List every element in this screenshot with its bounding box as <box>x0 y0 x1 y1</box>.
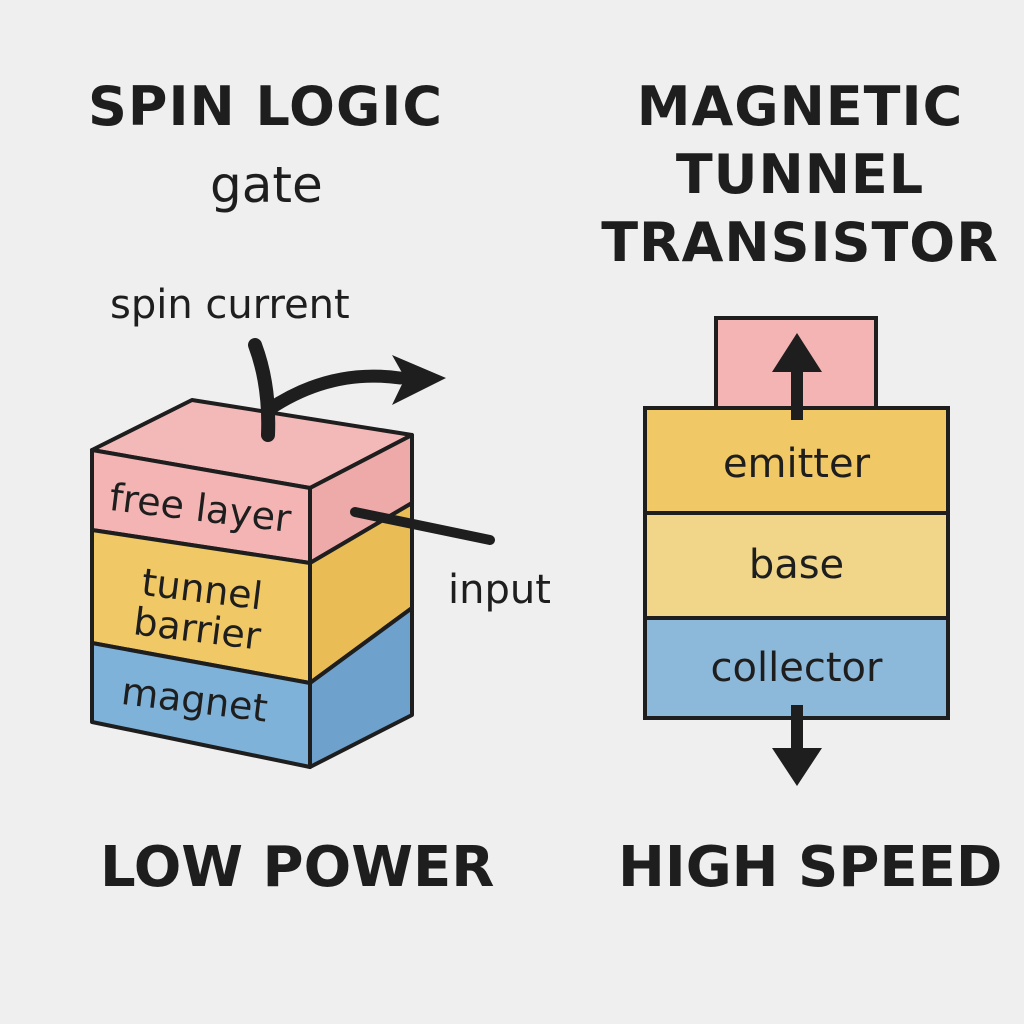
spin-logic-subtitle: gate <box>210 156 323 214</box>
spin-current-arrow <box>248 338 446 442</box>
spin-logic-stack <box>90 398 414 769</box>
emitter-label: emitter <box>722 441 871 487</box>
transistor-title-line3: TRANSISTOR <box>601 211 999 274</box>
high-speed-label: HIGH SPEED <box>618 835 1003 900</box>
input-line <box>350 507 495 545</box>
base-layer <box>643 511 950 620</box>
transistor-title-line2: TUNNEL <box>675 143 925 206</box>
magnet-side <box>308 606 414 769</box>
spin-logic-title: SPIN LOGIC <box>88 75 443 138</box>
low-power-label: LOW POWER <box>100 835 495 900</box>
emitter-up-arrow <box>772 333 822 420</box>
spin-current-label: spin current <box>110 282 350 328</box>
collector-layer <box>643 616 950 720</box>
transistor-title-line1: MAGNETIC <box>636 75 964 138</box>
emitter-layer <box>643 406 950 515</box>
input-label: input <box>448 567 551 613</box>
collector-down-arrow <box>772 705 822 786</box>
tunnel-barrier-label: tunnel barrier <box>110 560 288 659</box>
transistor-title: MAGNETIC TUNNEL TRANSISTOR <box>590 80 1010 270</box>
base-label: base <box>748 542 845 588</box>
collector-label: collector <box>710 645 883 691</box>
